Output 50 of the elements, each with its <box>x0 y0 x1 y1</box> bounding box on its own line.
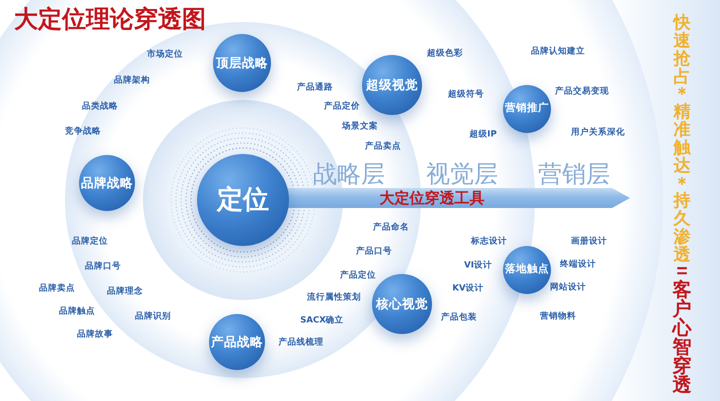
topic-label: 产品通路 <box>297 83 333 93</box>
topic-label: 超级色彩 <box>427 49 463 59</box>
topic-label: 品牌识别 <box>135 312 171 322</box>
topic-label: 产品卖点 <box>365 142 401 152</box>
topic-label: 品牌架构 <box>114 76 150 86</box>
topic-label: 竞争战略 <box>65 127 101 137</box>
topic-label: 产品定位 <box>340 271 376 281</box>
topic-label: 品牌定位 <box>72 237 108 247</box>
layer-label: 视觉层 <box>426 160 498 188</box>
node-label: 超级视觉 <box>366 78 418 92</box>
topic-label: 超级IP <box>469 130 497 140</box>
topic-label: 品牌理念 <box>107 287 143 297</box>
node-label: 定位 <box>217 186 269 214</box>
layer-label: 战略层 <box>313 160 385 188</box>
topic-label: 营销物料 <box>540 312 576 322</box>
topic-label: SACX确立 <box>300 316 344 326</box>
topic-label: 用户关系深化 <box>571 128 625 138</box>
node-label: 顶层战略 <box>216 56 268 70</box>
topic-label: 产品线梳理 <box>278 338 324 348</box>
node-label: 落地触点 <box>505 264 549 276</box>
topic-label: 流行属性策划 <box>307 293 361 303</box>
slogan-text: =客户心智穿透 <box>672 262 692 395</box>
topic-label: KV设计 <box>452 284 484 294</box>
topic-label: 产品定价 <box>324 102 360 112</box>
topic-label: VI设计 <box>464 261 492 271</box>
topic-label: 产品包装 <box>441 313 477 323</box>
topic-label: 品类战略 <box>82 102 118 112</box>
topic-label: 品牌口号 <box>85 262 121 272</box>
layer-label: 营销层 <box>538 160 610 188</box>
topic-label: 品牌卖点 <box>39 284 75 294</box>
topic-label: 产品口号 <box>356 247 392 257</box>
topic-label: 品牌认知建立 <box>531 47 585 57</box>
topic-label: 场景文案 <box>342 122 378 132</box>
node-label: 品牌战略 <box>81 176 133 190</box>
node-label: 营销推广 <box>505 103 549 115</box>
topic-label: 市场定位 <box>147 50 183 60</box>
topic-label: 超级符号 <box>448 90 484 100</box>
topic-label: 终端设计 <box>560 260 596 270</box>
topic-label: 产品命名 <box>373 223 409 233</box>
slogan-text: 快速抢占＊精准触达＊持久渗透 <box>673 14 691 264</box>
topic-label: 品牌触点 <box>59 307 95 317</box>
node-label: 产品战略 <box>211 335 263 349</box>
node-label: 核心视觉 <box>376 297 428 311</box>
topic-label: 画册设计 <box>571 237 607 247</box>
topic-label: 网站设计 <box>550 283 586 293</box>
topic-label: 标志设计 <box>471 237 507 247</box>
title: 大定位理论穿透图 <box>14 6 206 32</box>
band-label: 大定位穿透工具 <box>380 190 484 206</box>
topic-label: 产品交易变现 <box>555 87 609 97</box>
topic-label: 品牌故事 <box>77 330 113 340</box>
